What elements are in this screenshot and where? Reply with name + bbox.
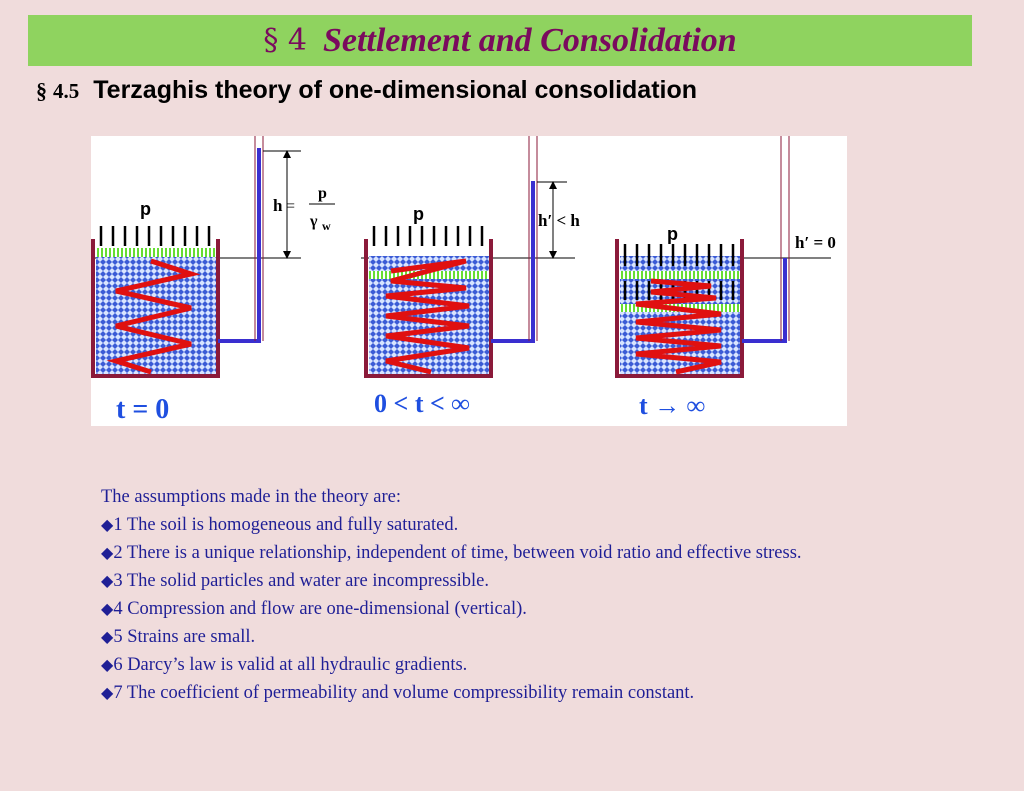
standpipe bbox=[218, 148, 261, 343]
list-item: ◆2 There is a unique relationship, indep… bbox=[101, 543, 802, 563]
consolidation-figure: p h = p γ w t = 0 bbox=[91, 136, 847, 426]
spring bbox=[635, 278, 722, 375]
consolidation-diagram: p h = p γ w t = 0 bbox=[91, 136, 836, 425]
time-label: t = 0 bbox=[116, 394, 169, 425]
head-lhs: h bbox=[273, 196, 283, 215]
load-arrows bbox=[99, 226, 211, 246]
tank bbox=[364, 239, 493, 378]
title-bar: § 4 Settlement and Consolidation bbox=[28, 15, 972, 66]
diamond-icon: ◆ bbox=[101, 515, 114, 534]
head-denominator-sub: w bbox=[322, 219, 331, 233]
diamond-icon: ◆ bbox=[101, 655, 114, 674]
diamond-icon: ◆ bbox=[101, 543, 114, 562]
assumptions-intro: The assumptions made in the theory are: bbox=[101, 487, 402, 507]
tank bbox=[615, 239, 744, 378]
tank bbox=[91, 239, 220, 378]
spring bbox=[385, 258, 470, 375]
subtitle: § 4.5 Terzaghis theory of one-dimensiona… bbox=[36, 76, 697, 112]
piston bbox=[369, 271, 489, 279]
subsection-number: 4.5 bbox=[53, 79, 80, 103]
page-title: Settlement and Consolidation bbox=[322, 21, 737, 59]
panel-final: p h′ = 0 t → ∞ bbox=[615, 136, 836, 420]
diamond-icon: ◆ bbox=[101, 683, 114, 702]
piston bbox=[96, 248, 216, 257]
load-label: p bbox=[667, 224, 678, 244]
time-label: 0 < t < ∞ bbox=[374, 389, 470, 418]
load-label: p bbox=[140, 199, 151, 219]
list-item: ◆7 The coefficient of permeability and v… bbox=[101, 683, 695, 703]
diamond-icon: ◆ bbox=[101, 599, 114, 618]
subsection-symbol: § bbox=[36, 78, 47, 103]
spring bbox=[106, 258, 201, 375]
list-item: ◆4 Compression and flow are one-dimensio… bbox=[101, 599, 527, 619]
list-item: ◆3 The solid particles and water are inc… bbox=[101, 571, 490, 591]
head-label: h′ = 0 bbox=[795, 233, 836, 252]
diamond-icon: ◆ bbox=[101, 571, 114, 590]
head-denominator: γ bbox=[309, 213, 318, 230]
equals-sign: = bbox=[286, 198, 295, 215]
list-item: ◆1 The soil is homogeneous and fully sat… bbox=[101, 515, 459, 535]
panel-intermediate: p h′ < h 0 < t < ∞ bbox=[361, 136, 580, 418]
subsection-title: Terzaghis theory of one-dimensional cons… bbox=[93, 76, 698, 104]
diamond-icon: ◆ bbox=[101, 627, 114, 646]
assumptions-list: The assumptions made in the theory are: … bbox=[101, 483, 981, 707]
load-arrows bbox=[372, 226, 484, 246]
panel-t0: p h = p γ w t = 0 bbox=[91, 136, 335, 425]
list-item: ◆5 Strains are small. bbox=[101, 627, 256, 647]
time-label: t → ∞ bbox=[639, 391, 705, 420]
piston-upper bbox=[620, 271, 740, 279]
standpipe bbox=[491, 181, 535, 343]
load-label: p bbox=[413, 204, 424, 224]
standpipe bbox=[742, 258, 787, 343]
section-symbol: § 4 bbox=[263, 23, 307, 58]
head-label: h′ < h bbox=[538, 211, 580, 230]
list-item: ◆6 Darcy’s law is valid at all hydraulic… bbox=[101, 655, 468, 675]
head-numerator: p bbox=[318, 185, 327, 202]
